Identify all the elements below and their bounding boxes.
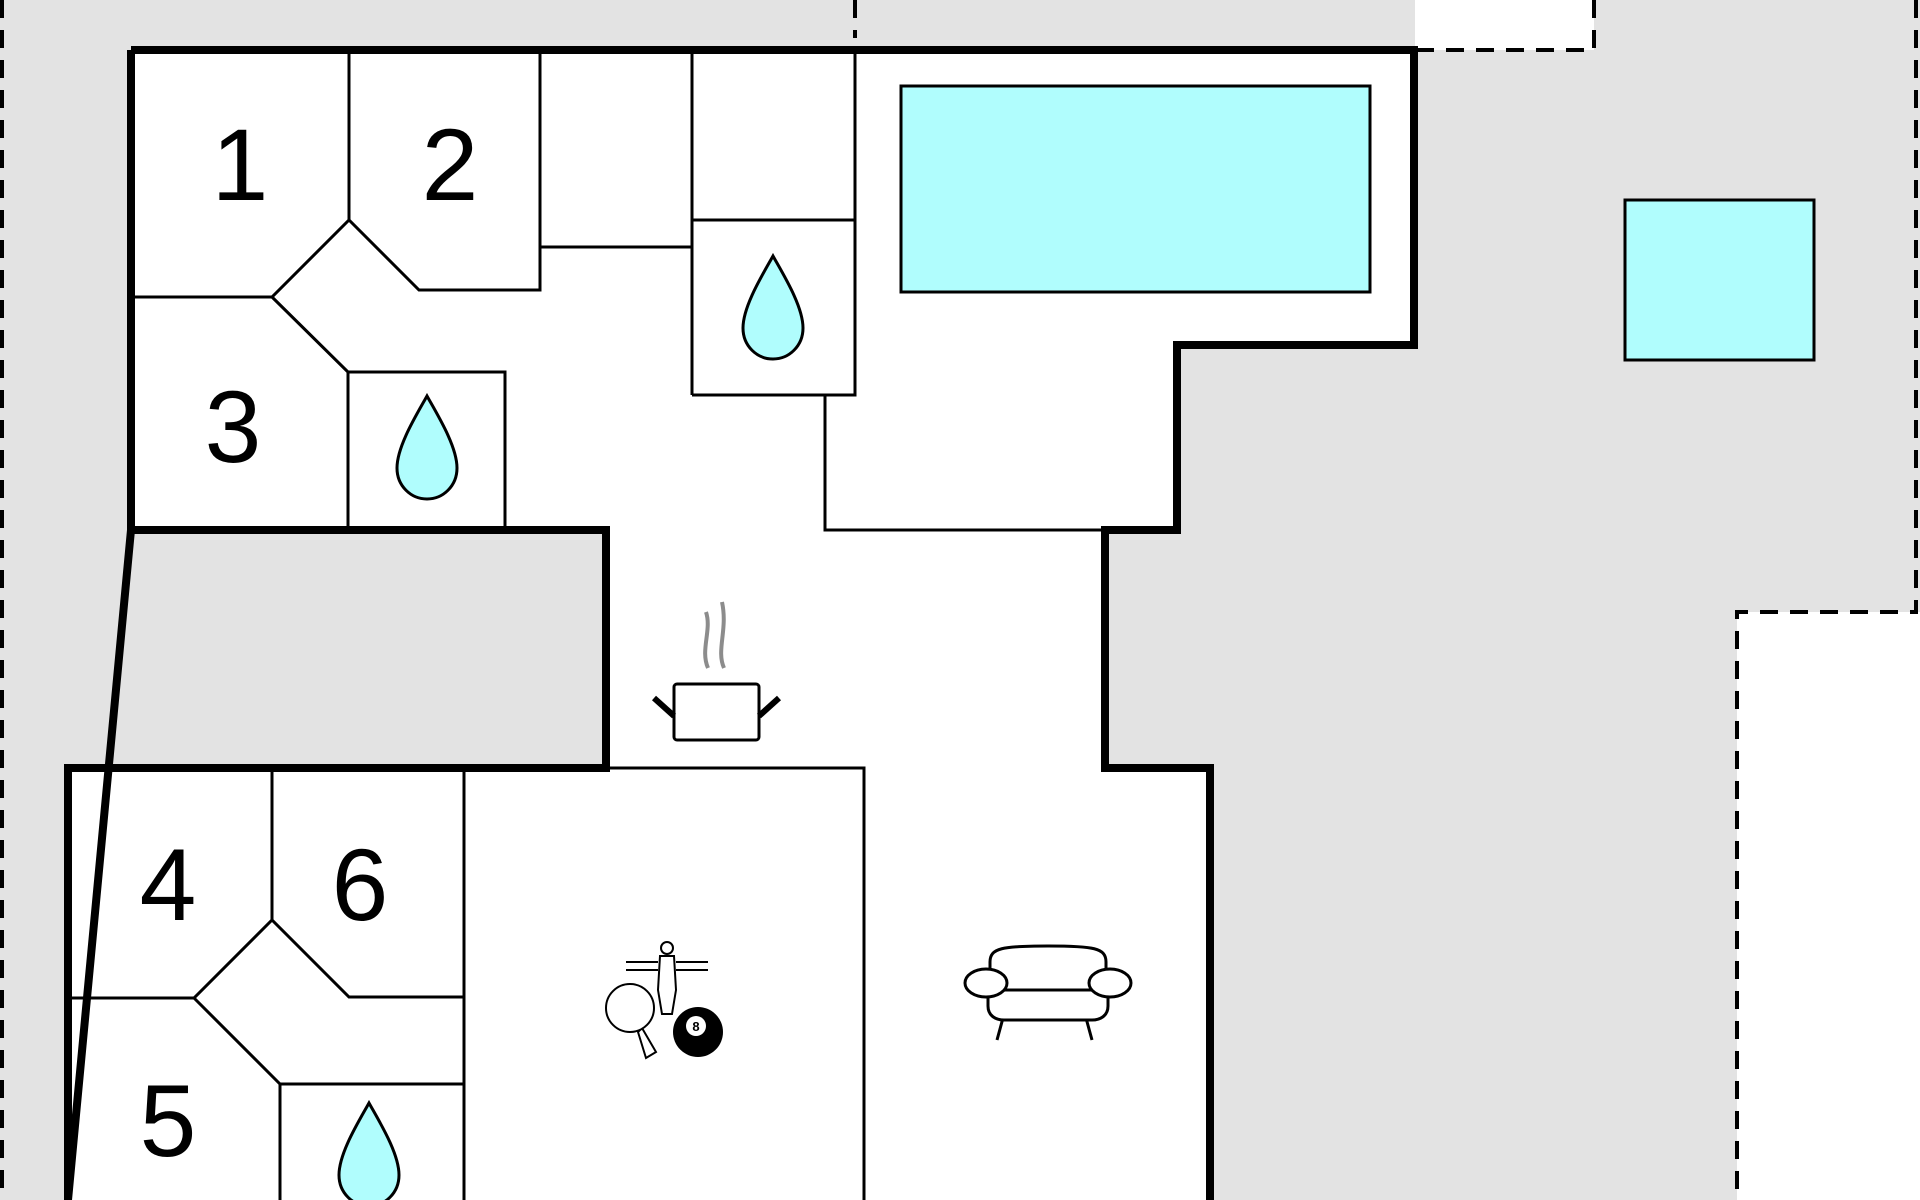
interior-walls <box>70 50 1103 1200</box>
plot-cutout-top <box>855 0 1594 50</box>
ping-pong-paddle-icon <box>605 983 658 1060</box>
games-icon: 8 <box>605 941 723 1060</box>
plot-cutout-right <box>1737 612 1920 1200</box>
sofa-icon <box>963 944 1133 1041</box>
billiard-ball-icon: 8 <box>673 1007 723 1057</box>
room-number-6: 6 <box>332 828 389 942</box>
room-number-2: 2 <box>422 108 479 222</box>
room-number-4: 4 <box>140 828 197 942</box>
foosball-figure-icon <box>626 941 708 1015</box>
room-number-1: 1 <box>212 108 269 222</box>
swimming-pool <box>899 84 1372 294</box>
room-number-3: 3 <box>205 370 262 484</box>
cooking-pot-icon <box>651 601 782 742</box>
exterior-walls <box>64 46 1418 1200</box>
room-number-5: 5 <box>140 1064 197 1178</box>
billiard-ball-number: 8 <box>692 1019 699 1034</box>
building-interior <box>68 50 1414 1200</box>
whirlpool <box>1623 198 1816 362</box>
